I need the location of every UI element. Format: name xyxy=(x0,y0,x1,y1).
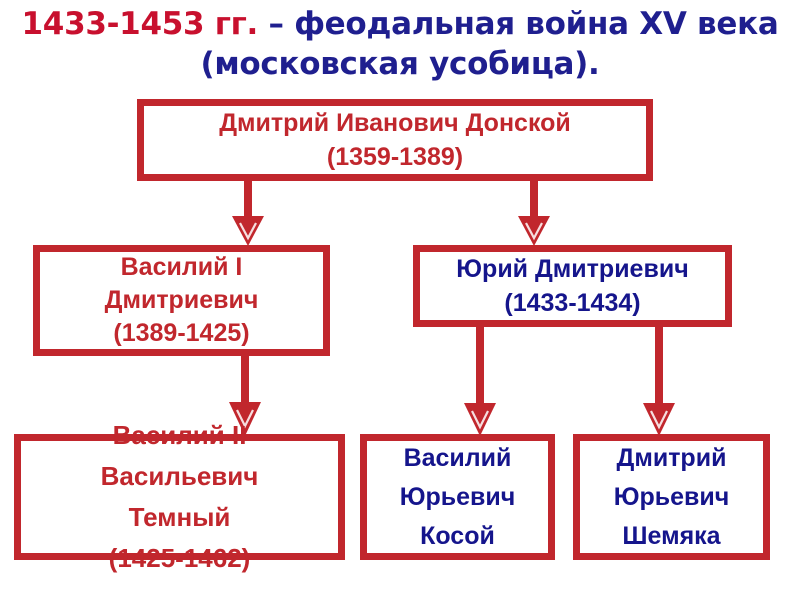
down-arrow-icon xyxy=(464,323,496,436)
node-yuri-dmitrievich[interactable]: Юрий Дмитриевич (1433-1434) xyxy=(413,245,732,327)
connector-vasily1-to-vasily2 xyxy=(222,352,268,438)
node-label: Дмитрий Иванович Донской (1359-1389) xyxy=(219,109,571,171)
down-arrow-icon xyxy=(229,352,261,436)
down-arrow-icon xyxy=(232,178,264,246)
node-dmitry-shemyaka[interactable]: Дмитрий Юрьевич Шемяка xyxy=(573,434,770,560)
down-arrow-icon xyxy=(518,178,550,246)
node-vasily-2-temny[interactable]: Василий II Васильевич Темный (1425-1462) xyxy=(14,420,345,573)
node-label: Юрий Дмитриевич (1433-1434) xyxy=(456,255,689,317)
page-title: 1433-1453 гг. – феодальная война XV века… xyxy=(0,4,800,84)
connector-yuri-to-kosoy xyxy=(457,323,503,439)
title-subject: – феодальная война XV века (московская у… xyxy=(200,6,779,82)
node-label: Дмитрий Юрьевич Шемяка xyxy=(613,443,730,550)
node-label: Василий I Дмитриевич (1389-1425) xyxy=(104,253,259,347)
connector-root-to-yuri xyxy=(511,178,557,248)
node-vasily-1[interactable]: Василий I Дмитриевич (1389-1425) xyxy=(33,245,330,356)
node-label: Василий Юрьевич Косой xyxy=(399,443,516,550)
connector-yuri-to-shemyaka xyxy=(636,323,682,439)
node-dmitry-donskoy[interactable]: Дмитрий Иванович Донской (1359-1389) xyxy=(137,99,653,181)
title-years: 1433-1453 гг. xyxy=(21,6,259,42)
down-arrow-icon xyxy=(643,323,675,436)
node-vasily-kosoy[interactable]: Василий Юрьевич Косой xyxy=(360,434,555,560)
connector-root-to-vasily1 xyxy=(225,178,271,248)
node-label: Василий II Васильевич Темный (1425-1462) xyxy=(100,420,259,573)
